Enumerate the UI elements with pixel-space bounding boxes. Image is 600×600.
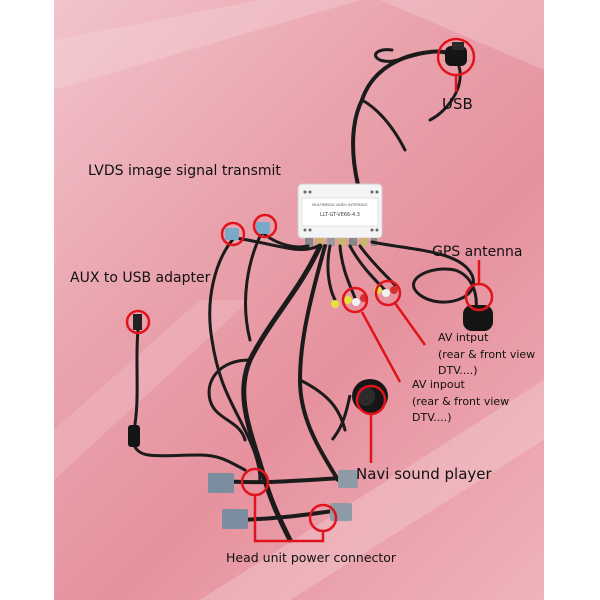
product-image: MULTIMEDIA VIDEO INTERFACE LLT-GT-VE66-4… <box>54 0 544 600</box>
av1-highlight-circle <box>374 279 402 307</box>
interface-box: MULTIMEDIA VIDEO INTERFACE LLT-GT-VE66-4… <box>297 183 383 246</box>
main-harness <box>207 243 347 543</box>
av-input-label-2: AV inpout (rear & front view DTV....) <box>412 377 532 427</box>
usb-plug <box>445 42 467 66</box>
power-pointer-line <box>253 495 325 543</box>
lvds-cables <box>208 230 320 422</box>
av1-line2: (rear & front view <box>438 347 536 361</box>
aux-label: AUX to USB adapter <box>70 270 211 286</box>
gps-label: GPS antenna <box>432 244 523 260</box>
av2-highlight-circle <box>341 286 369 314</box>
lvds-label: LVDS image signal transmit <box>88 163 281 179</box>
aux-highlight-circle <box>125 309 151 335</box>
box-model-caption: MULTIMEDIA VIDEO INTERFACE <box>312 203 368 207</box>
av1-pointer-line <box>393 302 427 346</box>
av1-title: AV intput <box>438 331 489 344</box>
box-model-number: LLT-GT-VE66-4.3 <box>320 212 360 218</box>
av1-line3: DTV....) <box>438 364 478 377</box>
gps-antenna <box>463 305 493 331</box>
aux-adapter <box>128 314 142 447</box>
lvds-connectors <box>225 222 270 240</box>
wiring-harness-diagram: MULTIMEDIA VIDEO INTERFACE LLT-GT-VE66-4… <box>54 0 544 600</box>
rca-plugs <box>331 286 398 308</box>
lvds-highlight-circle-1 <box>220 221 246 247</box>
av2-line3: DTV....) <box>412 411 452 424</box>
av-input-label-1: AV intput (rear & front view DTV....) <box>438 330 544 380</box>
aux-cable <box>132 328 247 472</box>
av2-pointer-line <box>360 311 402 383</box>
gps-cable <box>370 240 478 312</box>
lvds-highlight-circle-2 <box>252 213 278 239</box>
navi-label: Navi sound player <box>356 465 492 483</box>
highlight-markers <box>125 37 494 543</box>
av2-line2: (rear & front view <box>412 394 510 408</box>
av2-title: AV inpout <box>412 378 465 391</box>
usb-label: USB <box>442 95 473 113</box>
power-label: Head unit power connector <box>226 550 397 565</box>
background-stripes <box>54 0 544 600</box>
